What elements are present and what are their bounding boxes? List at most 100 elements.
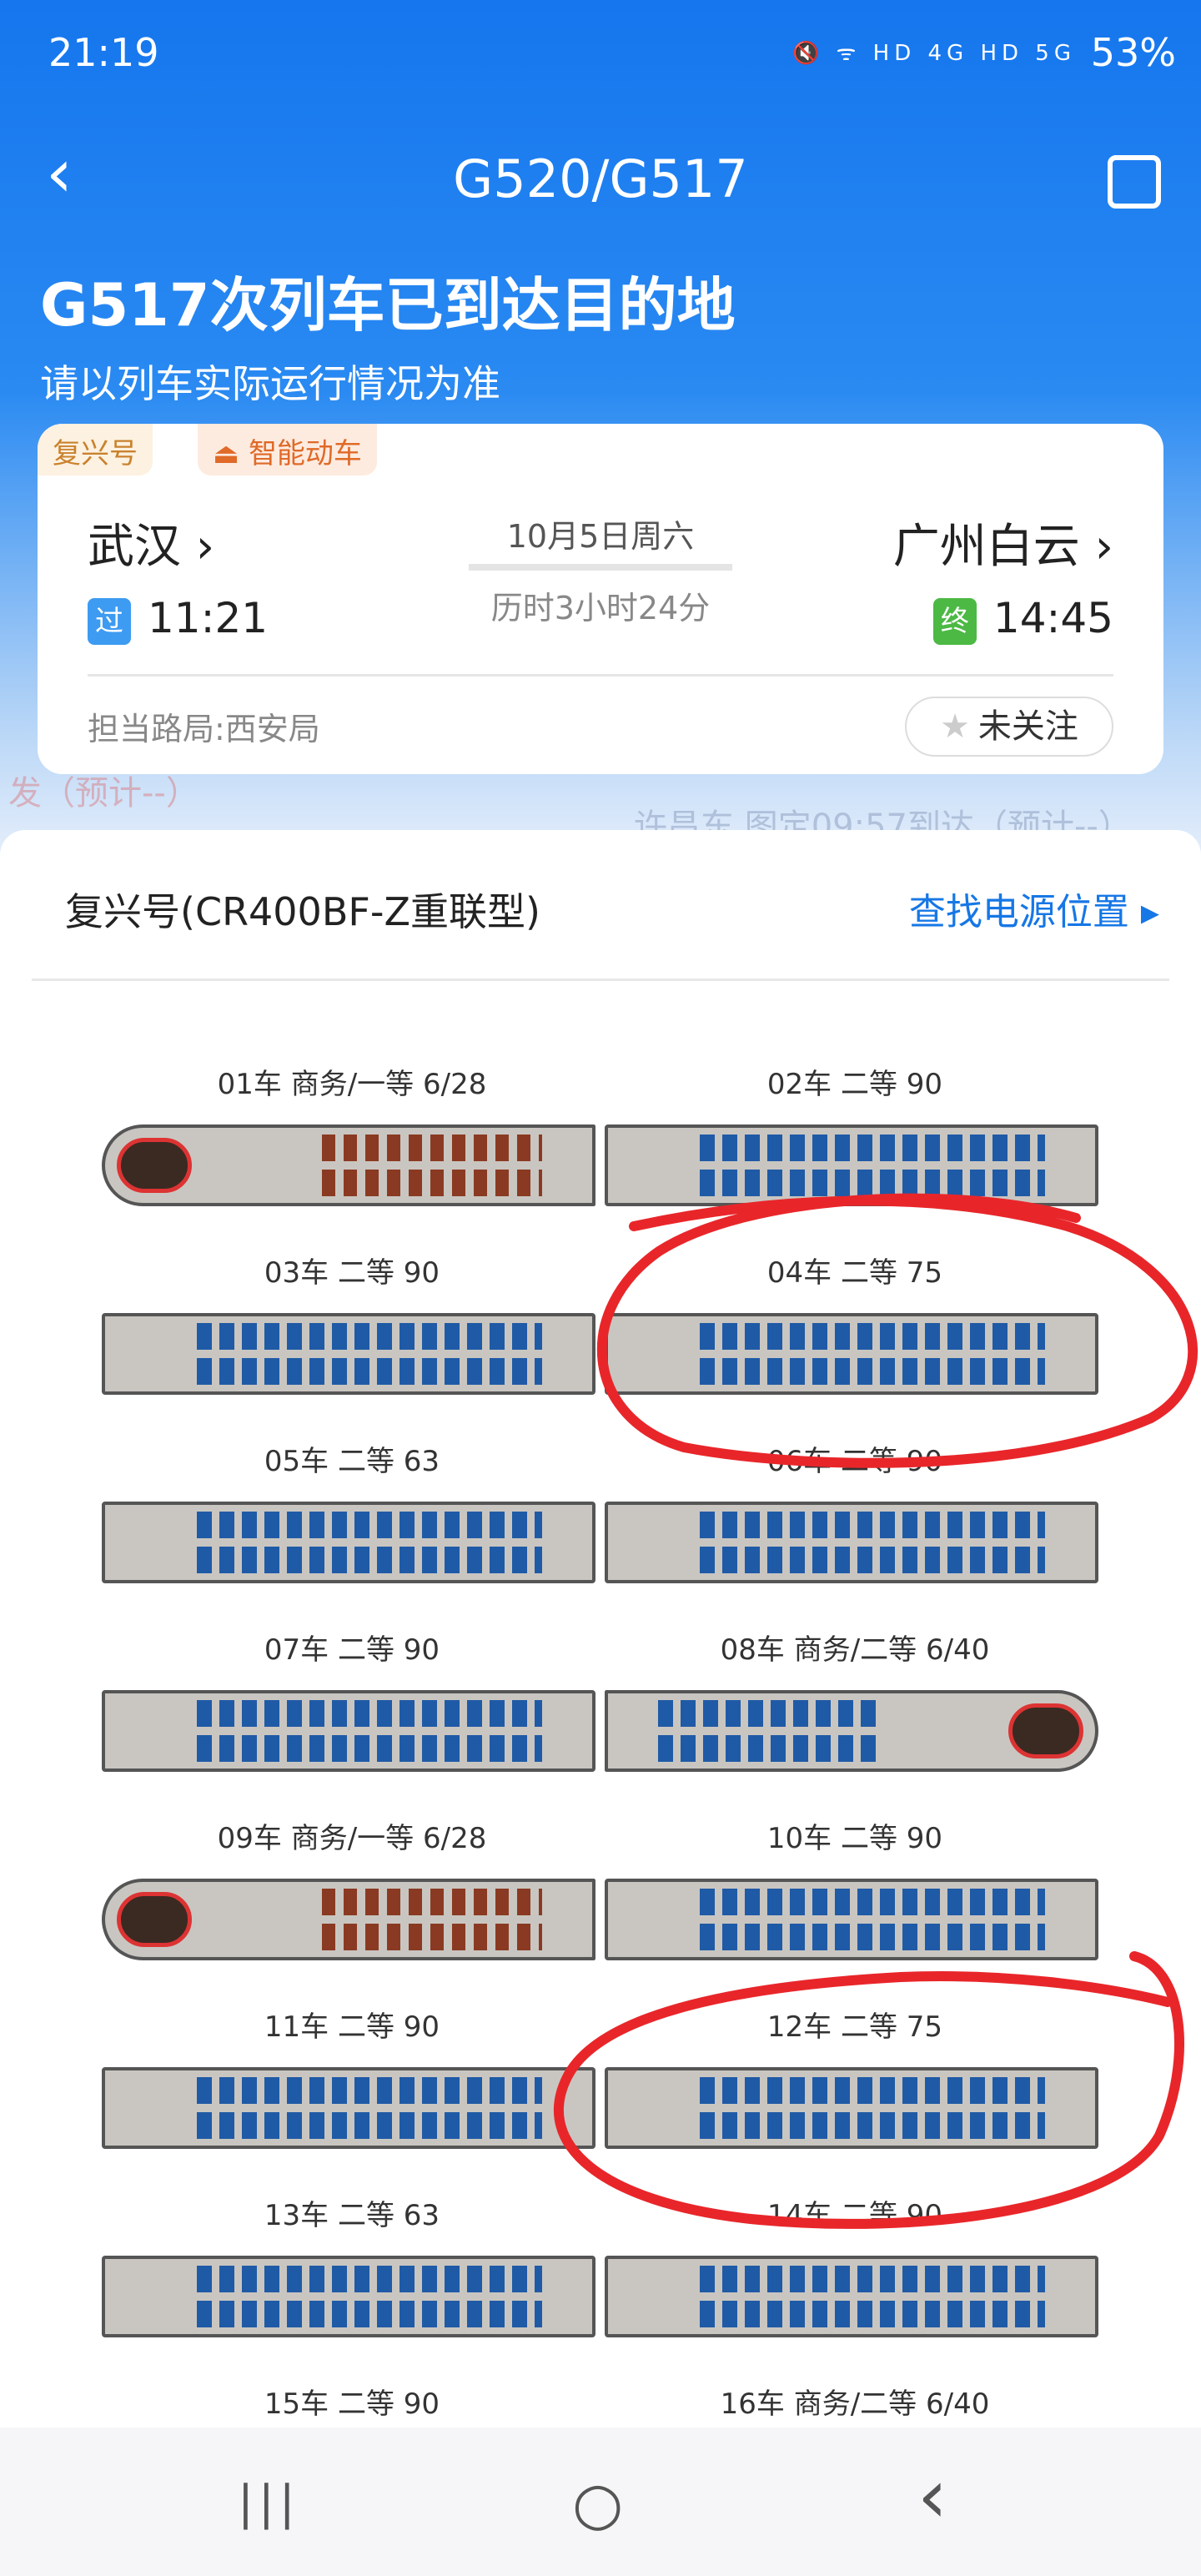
coach-diagram[interactable] xyxy=(605,2067,1098,2149)
cab-nose xyxy=(117,1138,192,1193)
coach-diagram[interactable] xyxy=(102,1690,595,1772)
coach-11[interactable]: 11车 二等 90 xyxy=(102,2002,602,2191)
coach-diagram[interactable] xyxy=(605,1879,1098,1960)
seat-row xyxy=(700,2301,1045,2327)
coach-05[interactable]: 05车 二等 63 xyxy=(102,1436,602,1625)
coach-diagram[interactable] xyxy=(102,1502,595,1583)
seat-row xyxy=(700,1889,1045,1915)
to-station[interactable]: 广州白云 › xyxy=(892,520,1113,574)
coach-label: 08车 商务/二等 6/40 xyxy=(720,1633,990,1667)
coach-01[interactable]: 01车 商务/一等 6/28 xyxy=(102,1059,602,1248)
coach-07[interactable]: 07车 二等 90 xyxy=(102,1625,602,1814)
train-icon: ⏏ xyxy=(213,437,249,470)
railway-bureau: 担当路局:西安局 xyxy=(88,711,320,747)
status-bar: 21:19 🔇 ᯤ HD 4G HD 5G 53% xyxy=(0,0,1201,100)
seat-row xyxy=(197,2266,542,2292)
cab-nose xyxy=(117,1892,192,1947)
arrival-heading: G517次列车已到达目的地 xyxy=(40,271,736,340)
coach-02[interactable]: 02车 二等 90 xyxy=(605,1059,1105,1248)
system-back-button[interactable]: ‹ xyxy=(917,2453,947,2540)
seat-row xyxy=(197,2301,542,2327)
coach-diagram[interactable] xyxy=(605,2256,1098,2337)
coach-label: 15车 二等 90 xyxy=(264,2387,440,2421)
coach-label: 11车 二等 90 xyxy=(264,2010,440,2044)
home-button[interactable]: ○ xyxy=(572,2469,624,2538)
coach-label: 10车 二等 90 xyxy=(766,1822,943,1855)
coach-diagram[interactable] xyxy=(102,1879,595,1960)
coach-09[interactable]: 09车 商务/一等 6/28 xyxy=(102,1814,602,2002)
coach-label: 12车 二等 75 xyxy=(766,2010,943,2044)
coach-diagram[interactable] xyxy=(102,2256,595,2337)
coach-06[interactable]: 06车 二等 90 xyxy=(605,1436,1105,1625)
coach-diagram[interactable] xyxy=(102,2067,595,2149)
seat-row xyxy=(700,2112,1045,2139)
coach-label: 01车 商务/一等 6/28 xyxy=(217,1068,487,1101)
from-station[interactable]: 武汉 › xyxy=(88,520,215,574)
follow-button[interactable]: ★未关注 xyxy=(905,697,1113,757)
seat-row xyxy=(197,1323,542,1350)
coach-label: 05车 二等 63 xyxy=(264,1445,440,1478)
notice-subtitle: 请以列车实际运行情况为准 xyxy=(40,361,500,406)
seat-row xyxy=(197,1700,542,1727)
seat-row xyxy=(322,1889,542,1915)
peek-left: 发（预计--） xyxy=(8,774,199,813)
coach-03[interactable]: 03车 二等 90 xyxy=(102,1248,602,1436)
coach-diagram[interactable] xyxy=(102,1313,595,1395)
find-power-outlet-link[interactable]: 查找电源位置 ▸ xyxy=(908,891,1159,933)
coach-diagram[interactable] xyxy=(605,1690,1098,1772)
star-icon: ★ xyxy=(940,707,970,746)
to-station-name: 广州白云 xyxy=(892,520,1080,574)
seat-row xyxy=(197,1358,542,1385)
pass-badge: 过 xyxy=(88,597,131,645)
seat-row xyxy=(700,1135,1045,1161)
seat-row xyxy=(700,1323,1045,1350)
coach-diagram[interactable] xyxy=(605,1313,1098,1395)
coach-14[interactable]: 14车 二等 90 xyxy=(605,2191,1105,2379)
coach-diagram[interactable] xyxy=(605,1502,1098,1583)
end-badge: 终 xyxy=(932,597,977,645)
status-time: 21:19 xyxy=(48,30,159,75)
travel-date: 10月5日周六 xyxy=(506,518,695,555)
recents-button[interactable]: ||| xyxy=(238,2476,300,2530)
cab-nose xyxy=(1008,1703,1083,1758)
follow-label: 未关注 xyxy=(977,707,1078,746)
seat-row xyxy=(700,1358,1045,1385)
coach-diagram[interactable] xyxy=(102,1124,595,1206)
train-model: 复兴号(CR400BF-Z重联型) xyxy=(65,889,540,934)
from-time: 11:21 xyxy=(148,594,269,642)
duration: 历时3小时24分 xyxy=(490,590,711,626)
coach-13[interactable]: 13车 二等 63 xyxy=(102,2191,602,2379)
share-icon[interactable] xyxy=(1108,155,1161,209)
seat-row xyxy=(197,1735,542,1762)
seat-row xyxy=(700,1547,1045,1573)
seat-row xyxy=(700,1170,1045,1196)
back-button[interactable]: ‹ xyxy=(46,134,73,212)
route-arrow xyxy=(469,564,732,571)
card-divider xyxy=(88,674,1113,677)
coach-04[interactable]: 04车 二等 75 xyxy=(605,1248,1105,1436)
seat-row xyxy=(322,1170,542,1196)
section-divider xyxy=(32,979,1169,981)
battery-level: 53% xyxy=(1090,30,1176,75)
coach-label: 07车 二等 90 xyxy=(264,1633,440,1667)
seat-row xyxy=(700,1512,1045,1538)
coach-diagram[interactable] xyxy=(605,1124,1098,1206)
from-station-name: 武汉 xyxy=(88,520,181,574)
seat-row xyxy=(197,1512,542,1538)
coach-10[interactable]: 10车 二等 90 xyxy=(605,1814,1105,2002)
seat-row xyxy=(700,2077,1045,2104)
tag-smart-emu: ⏏ 智能动车 xyxy=(198,424,377,475)
seat-row xyxy=(700,1924,1045,1950)
coach-08[interactable]: 08车 商务/二等 6/40 xyxy=(605,1625,1105,1814)
seat-row xyxy=(197,2077,542,2104)
page-title: G520/G517 xyxy=(453,148,748,209)
nav-bar: ‹ G520/G517 xyxy=(0,125,1201,234)
coach-label: 13车 二等 63 xyxy=(264,2199,440,2232)
seat-row xyxy=(322,1135,542,1161)
coach-12[interactable]: 12车 二等 75 xyxy=(605,2002,1105,2191)
from-time-row: 过 11:21 xyxy=(88,594,268,645)
coach-label: 14车 二等 90 xyxy=(766,2199,943,2232)
status-icons: 🔇 ᯤ HD 4G HD 5G xyxy=(792,41,1076,66)
coach-label: 04车 二等 75 xyxy=(766,1256,943,1290)
